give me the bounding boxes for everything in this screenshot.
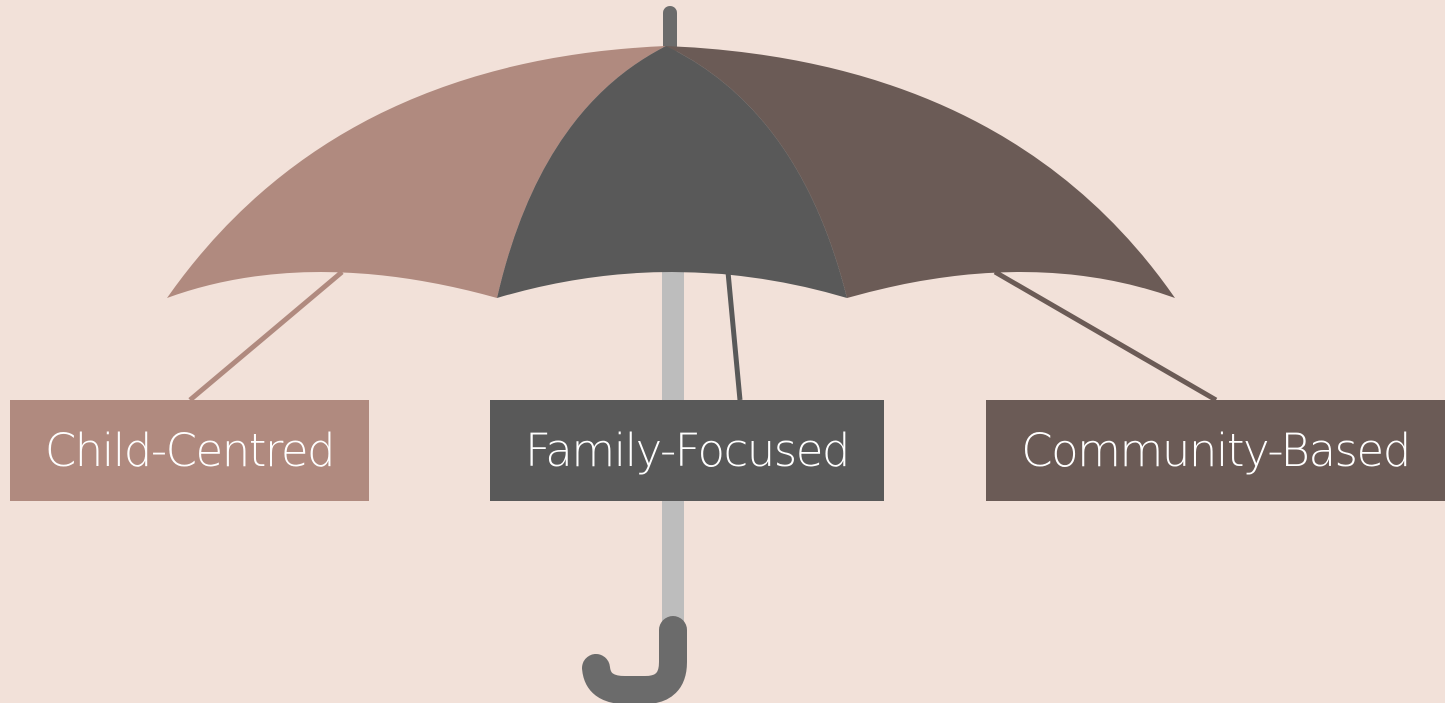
connector-community: [993, 269, 1218, 403]
canopy-middle-panel: [497, 46, 847, 298]
connector-family: [725, 271, 743, 401]
label-community-based: Community-Based: [986, 400, 1445, 501]
umbrella-handle: [582, 616, 687, 703]
connector-child: [188, 270, 344, 402]
label-child-centred: Child-Centred: [10, 400, 369, 501]
umbrella-tip: [663, 6, 677, 56]
canopy-right-panel: [666, 46, 1175, 298]
label-family-focused: Family-Focused: [490, 400, 884, 501]
canopy-left-panel: [167, 46, 666, 298]
